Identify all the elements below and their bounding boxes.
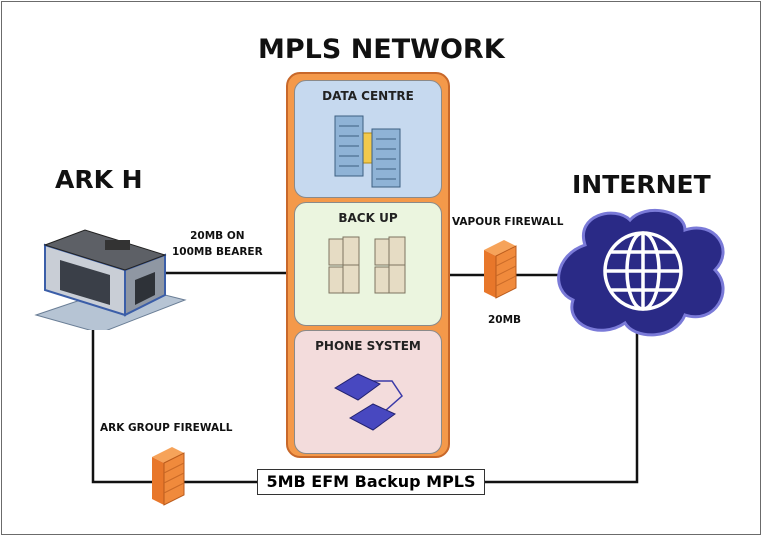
building-icon (34, 229, 187, 330)
data-centre-label: DATA CENTRE (322, 89, 414, 103)
ark-group-firewall-label: ARK GROUP FIREWALL (100, 422, 233, 434)
internet-cloud-icon[interactable] (555, 205, 735, 340)
back-up-panel[interactable]: BACK UP (294, 202, 442, 326)
mpls-title: MPLS NETWORK (258, 34, 505, 65)
backup-mpls-label: 5MB EFM Backup MPLS (257, 469, 485, 495)
backup-line-left (91, 310, 257, 484)
internet-link-label: 20MB (488, 314, 522, 326)
site-link-label-line1: 20MB ON (190, 230, 245, 242)
phone-system-label: PHONE SYSTEM (315, 339, 421, 353)
vapour-firewall-label: VAPOUR FIREWALL (452, 216, 564, 228)
ark-group-firewall-icon[interactable] (148, 445, 188, 507)
mpls-network-container: DATA CENTRE BACK UP PHONE SYSTEM (286, 72, 450, 458)
site-name: ARK H (55, 165, 143, 194)
back-up-label: BACK UP (338, 211, 398, 225)
backup-line-right (485, 330, 639, 484)
data-centre-panel[interactable]: DATA CENTRE (294, 80, 442, 198)
vapour-firewall-icon[interactable] (480, 238, 520, 300)
phone-system-icon (333, 373, 403, 431)
site-link-label-line2: 100MB BEARER (172, 246, 263, 258)
phone-system-panel[interactable]: PHONE SYSTEM (294, 330, 442, 454)
internet-title: INTERNET (572, 170, 711, 199)
backup-servers-icon (328, 236, 406, 294)
site-link-label: 20MB ON 100MB BEARER (172, 228, 263, 260)
data-centre-icon (334, 115, 401, 188)
